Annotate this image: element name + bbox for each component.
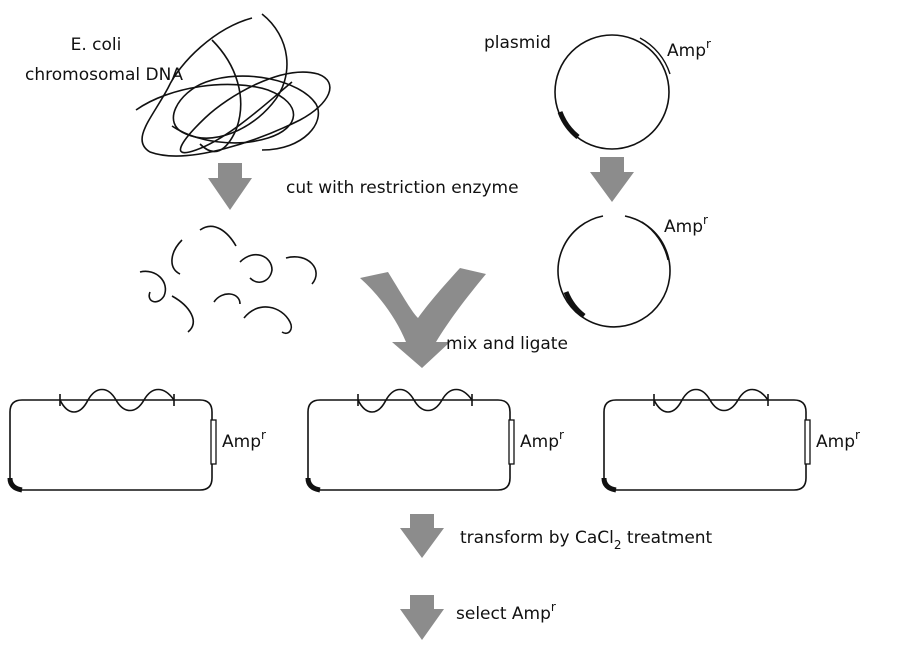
recombinant-plasmid-1 [7,388,217,493]
cut-arrow-left [208,163,252,210]
ecoli-label-line2: chromosomal DNA [25,65,183,85]
amp-label-recombinant-3: Ampr [816,428,860,452]
plasmid-circle [554,34,671,150]
transform-arrow [400,514,444,558]
ecoli-label-line1: E. coli [71,35,122,55]
select-step-label: select Ampr [456,600,556,624]
amp-resistance-gene-marker [639,37,671,75]
mix-arrow [360,268,486,368]
amp-label-plasmid: Ampr [667,37,711,61]
cut-arrow-right [590,157,634,202]
mix-step-label: mix and ligate [446,334,568,354]
amp-resistance-gene-marker [641,221,669,261]
origin-marker [557,111,580,139]
cut-plasmid [557,215,671,328]
cut-step-label: cut with restriction enzyme [286,178,519,198]
plasmid-label: plasmid [484,33,551,53]
amp-label-recombinant-1: Ampr [222,428,266,452]
select-arrow [400,595,444,640]
dna-fragments [139,225,317,335]
recombinant-plasmid-3 [601,388,811,493]
chromosomal-dna-tangle [135,13,331,157]
amp-label-cut-plasmid: Ampr [664,213,708,237]
transform-step-label: transform by CaCl2 treatment [460,528,713,552]
recombinant-plasmid-2 [305,388,515,493]
origin-marker [563,290,586,318]
amp-label-recombinant-2: Ampr [520,428,564,452]
